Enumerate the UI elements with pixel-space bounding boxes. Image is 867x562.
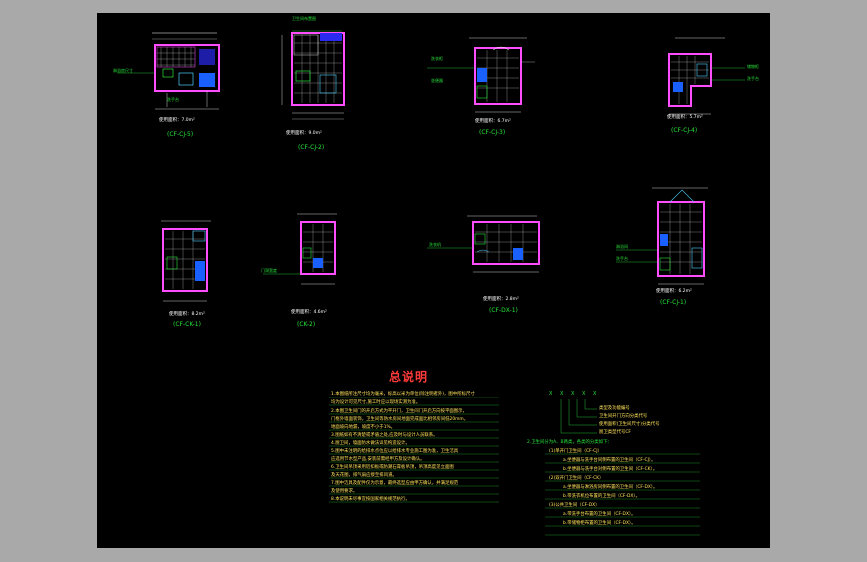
note-line: a.坐便器与淋浴房同侧布置的卫生间（CF-DX）。 [563, 485, 658, 490]
floor-plan-ck-2[interactable]: 门洞宽度 使用面积：4.6m² (CK-2) [257, 208, 357, 333]
plan-code: (CF-CJ-4) [671, 127, 698, 134]
plan-code: (CF-CJ-1) [660, 299, 687, 306]
area-label: 使用面积：8.2m² [169, 312, 205, 317]
legend-leaders [560, 399, 597, 434]
plan-tag-1: 洗衣机 [429, 242, 441, 247]
note-line: 及使用要求。 [331, 489, 358, 494]
legend-item: 卫生间开门方向分类代号 [599, 414, 648, 419]
floor-plan-cf-cj-1[interactable]: 淋浴间 洗手台 使用面积：6.2m² (CF-CJ-1) [612, 178, 742, 313]
plan-tag-2: 坐便器 [431, 78, 443, 83]
note-line: 4.厨卫间，墙面防水做法详见构造设计。 [331, 441, 410, 446]
area-label: 使用面积：4.6m² [291, 310, 327, 315]
area-label: 使用面积：5.7m² [667, 115, 703, 120]
note-line: 地面坡向地漏，坡度不小于1%。 [331, 425, 396, 430]
plan-code: (CF-CJ-5) [167, 131, 194, 138]
legend-item: 类型及功能编号 [599, 406, 630, 411]
legend-item: 使用面积(卫生间尺寸)分类代号 [599, 422, 660, 427]
plan-tag-1: 洗衣柜 [431, 56, 443, 61]
plan-tag-1: 淋浴间 [616, 244, 628, 249]
legend-item: 厨卫类型代号CF [599, 430, 631, 435]
plan-tag-1: 储物柜 [747, 64, 759, 69]
area-label: 使用面积：2.8m² [483, 297, 519, 302]
plan-drawing [616, 187, 708, 285]
general-notes-title: 总说明 [389, 370, 429, 384]
floor-plan-cf-ck-1[interactable]: 使用面积：8.2m² (CF-CK-1) [137, 213, 227, 333]
plan-code: (CF-CK-1) [173, 321, 201, 328]
cad-drawing-canvas[interactable]: 淋浴房尺寸 洗手台 使用面积：7.0m² (CF-CJ-5) 卫生间布置图 使用… [97, 13, 770, 548]
note-line: 6.卫生间吊顶采用铝扣板或防潮石膏板吊顶，吊顶高度见立面图 [331, 465, 454, 470]
notes-underlines [329, 397, 499, 503]
plan-drawing [263, 213, 337, 285]
note-line: 5.图中未注明的给排水点位应以给排水专业施工图为准，卫生洁具 [331, 449, 459, 454]
floor-plan-cf-cj-5[interactable]: 淋浴房尺寸 洗手台 使用面积：7.0m² (CF-CJ-5) [107, 23, 237, 148]
note-line: b.带储物柜布置的卫生间（CF-DX）。 [563, 521, 636, 526]
area-label: 使用面积：7.0m² [159, 118, 195, 123]
note-line: 及天花图，排气扇应接至排风道。 [331, 473, 397, 478]
plan-code: (CF-CJ-2) [298, 144, 325, 151]
plan-tag-2: 洗手台 [616, 256, 628, 261]
plan-drawing [427, 215, 540, 273]
note-line: 3.图纸如有不清楚或矛盾之处,应及时与设计人员联系。 [331, 433, 438, 438]
note-line: a.坐便器与洗手台同侧布置的卫生间（CF-CJ）。 [563, 458, 656, 463]
plan-drawing [668, 37, 745, 115]
floor-plan-cf-dx-1[interactable]: 洗衣机 使用面积：2.8m² (CF-DX-1) [417, 208, 567, 328]
floor-plan-cf-cj-3[interactable]: 洗衣柜 坐便器 使用面积：6.7m² (CF-CJ-3) [417, 28, 537, 138]
note-line: 7.图中洁具及配件仅为示意，最终选型应由甲方确认，并满足规范 [331, 481, 459, 486]
notes-right-underlines [545, 453, 700, 536]
plan-tag-2: 洗手台 [747, 76, 759, 81]
plan-tag-1: 淋浴房尺寸 [113, 68, 133, 73]
note-line: b.带洗衣机位布置的卫生间（CF-DX）。 [563, 494, 641, 499]
plan-code: (CF-CJ-3) [479, 129, 506, 136]
legend-code: X X X X X [549, 391, 600, 397]
plan-code: (CK-2) [297, 321, 316, 328]
area-label: 使用面积：6.7m² [475, 119, 511, 124]
plan-tag-2: 洗手台 [167, 97, 179, 102]
note-line: 应选用节水型产品,安装前需经甲方及设计确认。 [331, 457, 425, 462]
area-label: 使用面积：9.0m² [286, 131, 322, 136]
note-line: a.带洗手台布置的卫生间（CF-DX）。 [563, 512, 636, 517]
area-label: 使用面积：6.2m² [656, 289, 692, 294]
note-line: b.坐便器与洗手台对侧布置的卫生间（CF-CK）。 [563, 467, 658, 472]
plan-drawing [427, 37, 535, 113]
note-line: 8.本说明未尽事宜按国家相关规范执行。 [331, 497, 410, 502]
note-line: 2.卫生间分为A、B两类，各类的分类如下： [527, 440, 612, 445]
note-line: (2)双开门卫生间（CF-CK） [549, 476, 604, 481]
floor-plan-cf-cj-4[interactable]: 储物柜 洗手台 使用面积：5.7m² (CF-CJ-4) [645, 28, 765, 138]
plan-drawing [161, 220, 211, 302]
note-line: (1)单开门卫生间（CF-CJ） [549, 449, 602, 454]
note-line: (3)公共卫生间（CF-DX） [549, 503, 600, 508]
plan-code: (CF-DX-1) [489, 307, 518, 314]
note-line: 均为设计可见尺寸,施工时应以现场实测为准。 [331, 400, 421, 405]
note-line: 门框外墙面装饰，卫生间等防水房间地面完成面比相邻房间低20mm， [331, 417, 469, 422]
floor-plan-cf-cj-2[interactable]: 卫生间布置图 使用面积：9.0m² (CF-CJ-2) [272, 13, 362, 163]
note-line: 2.本图卫生间门的开启方式为平开门，卫生间门开启方向按平面图示， [331, 409, 467, 414]
plan-tag-1: 卫生间布置图 [292, 16, 316, 21]
plan-drawing [117, 32, 220, 110]
plan-tag-1: 门洞宽度 [261, 268, 277, 273]
plan-drawing [281, 30, 345, 120]
note-line: 1.本图纸所注尺寸均为毫米，标高以米为单位(除注明者外)，图中所标尺寸 [331, 392, 475, 397]
